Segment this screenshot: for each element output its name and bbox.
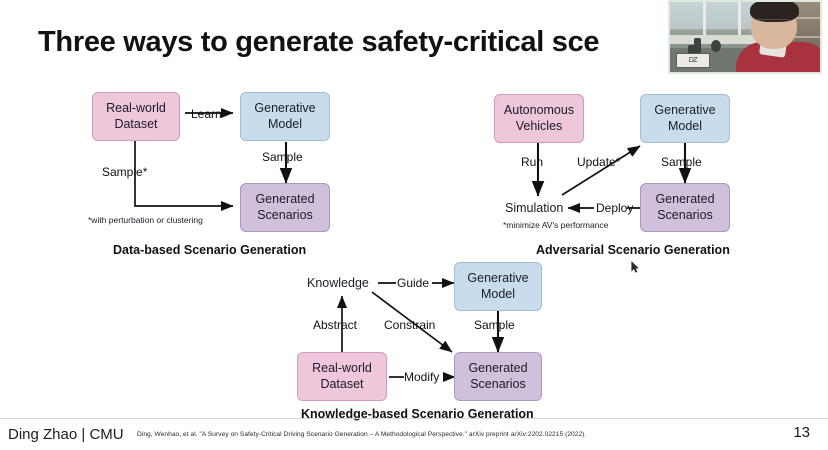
edge-label-sample-star: Sample* (102, 165, 148, 179)
caption-knowledge-based: Knowledge-based Scenario Generation (301, 407, 534, 421)
edge-label-sample-kb: Sample (474, 318, 515, 332)
shelf-divider (788, 17, 820, 20)
node-label-line1: Generated (468, 360, 528, 375)
node-knowledge: Knowledge (307, 276, 369, 290)
person-hair (749, 2, 799, 22)
node-label-line2: Scenarios (657, 207, 713, 222)
node-label-line2: Dataset (114, 116, 158, 131)
edge-label-learn: Learn (191, 107, 222, 121)
edge-label-sample: Sample (262, 150, 303, 164)
webcam-overlay[interactable]: DZ (668, 0, 822, 74)
shelf-divider (788, 35, 820, 38)
edge-label-constrain: Constrain (384, 318, 436, 332)
footnote-perturbation: *with perturbation or clustering (88, 215, 203, 225)
edge-label-modify: Modify (404, 370, 440, 384)
node-label-line2: Vehicles (515, 118, 563, 133)
node-label-line1: Generative (654, 102, 716, 117)
node-label-line1: Generated (655, 191, 715, 206)
node-label-line2: Model (667, 118, 703, 133)
node-generated-scenarios: Generated Scenarios (240, 183, 330, 232)
node-label-line2: Scenarios (257, 207, 313, 222)
node-label-line2: Scenarios (470, 376, 526, 391)
glasses-icon (755, 19, 790, 28)
node-generated-scenarios-adv: Generated Scenarios (640, 183, 730, 232)
edge-label-abstract: Abstract (313, 318, 358, 332)
node-generative-model: Generative Model (240, 92, 330, 141)
node-label-line1: Autonomous (503, 102, 575, 117)
node-generative-model-kb: Generative Model (454, 262, 542, 311)
node-label-line1: Real-world (312, 360, 372, 375)
node-generated-scenarios-kb: Generated Scenarios (454, 352, 542, 401)
node-generative-model-adv: Generative Model (640, 94, 730, 143)
edge-label-sample-adv: Sample (661, 155, 702, 169)
node-label-line2: Model (267, 116, 303, 131)
page-title: Three ways to generate safety-critical s… (38, 26, 600, 58)
node-label-line1: Generated (255, 191, 315, 206)
edge-label-guide: Guide (397, 276, 430, 290)
citation-text: Ding, Wenhao, et al. "A Survey on Safety… (137, 431, 587, 438)
window-mullion (737, 2, 741, 42)
edge-label-run: Run (521, 155, 544, 169)
page-number: 13 (793, 424, 810, 441)
edge-label-update: Update* (577, 155, 621, 169)
footer-divider (0, 418, 828, 419)
node-real-world-dataset-kb: Real-world Dataset (297, 352, 387, 401)
author-label: Ding Zhao | CMU (8, 426, 124, 443)
caption-data-based: Data-based Scenario Generation (113, 243, 307, 257)
desk-object (710, 39, 721, 52)
node-label-line1: Real-world (106, 100, 166, 115)
footnote-minimize-av: *minimize AV's performance (503, 220, 609, 230)
node-real-world-dataset: Real-world Dataset (92, 92, 180, 141)
node-label-line2: Dataset (320, 376, 364, 391)
edge-label-deploy: Deploy (596, 201, 634, 215)
window-sill (670, 34, 763, 44)
node-label-line1: Generative (254, 100, 316, 115)
window-mullion (703, 2, 706, 42)
node-autonomous-vehicles: Autonomous Vehicles (494, 94, 584, 143)
caption-adversarial: Adversarial Scenario Generation (536, 243, 730, 257)
node-label-line1: Generative (467, 270, 529, 285)
mouse-cursor (631, 261, 639, 273)
participant-name-badge: DZ (676, 53, 710, 68)
node-label-line2: Model (480, 286, 516, 301)
node-simulation: Simulation (505, 201, 564, 215)
